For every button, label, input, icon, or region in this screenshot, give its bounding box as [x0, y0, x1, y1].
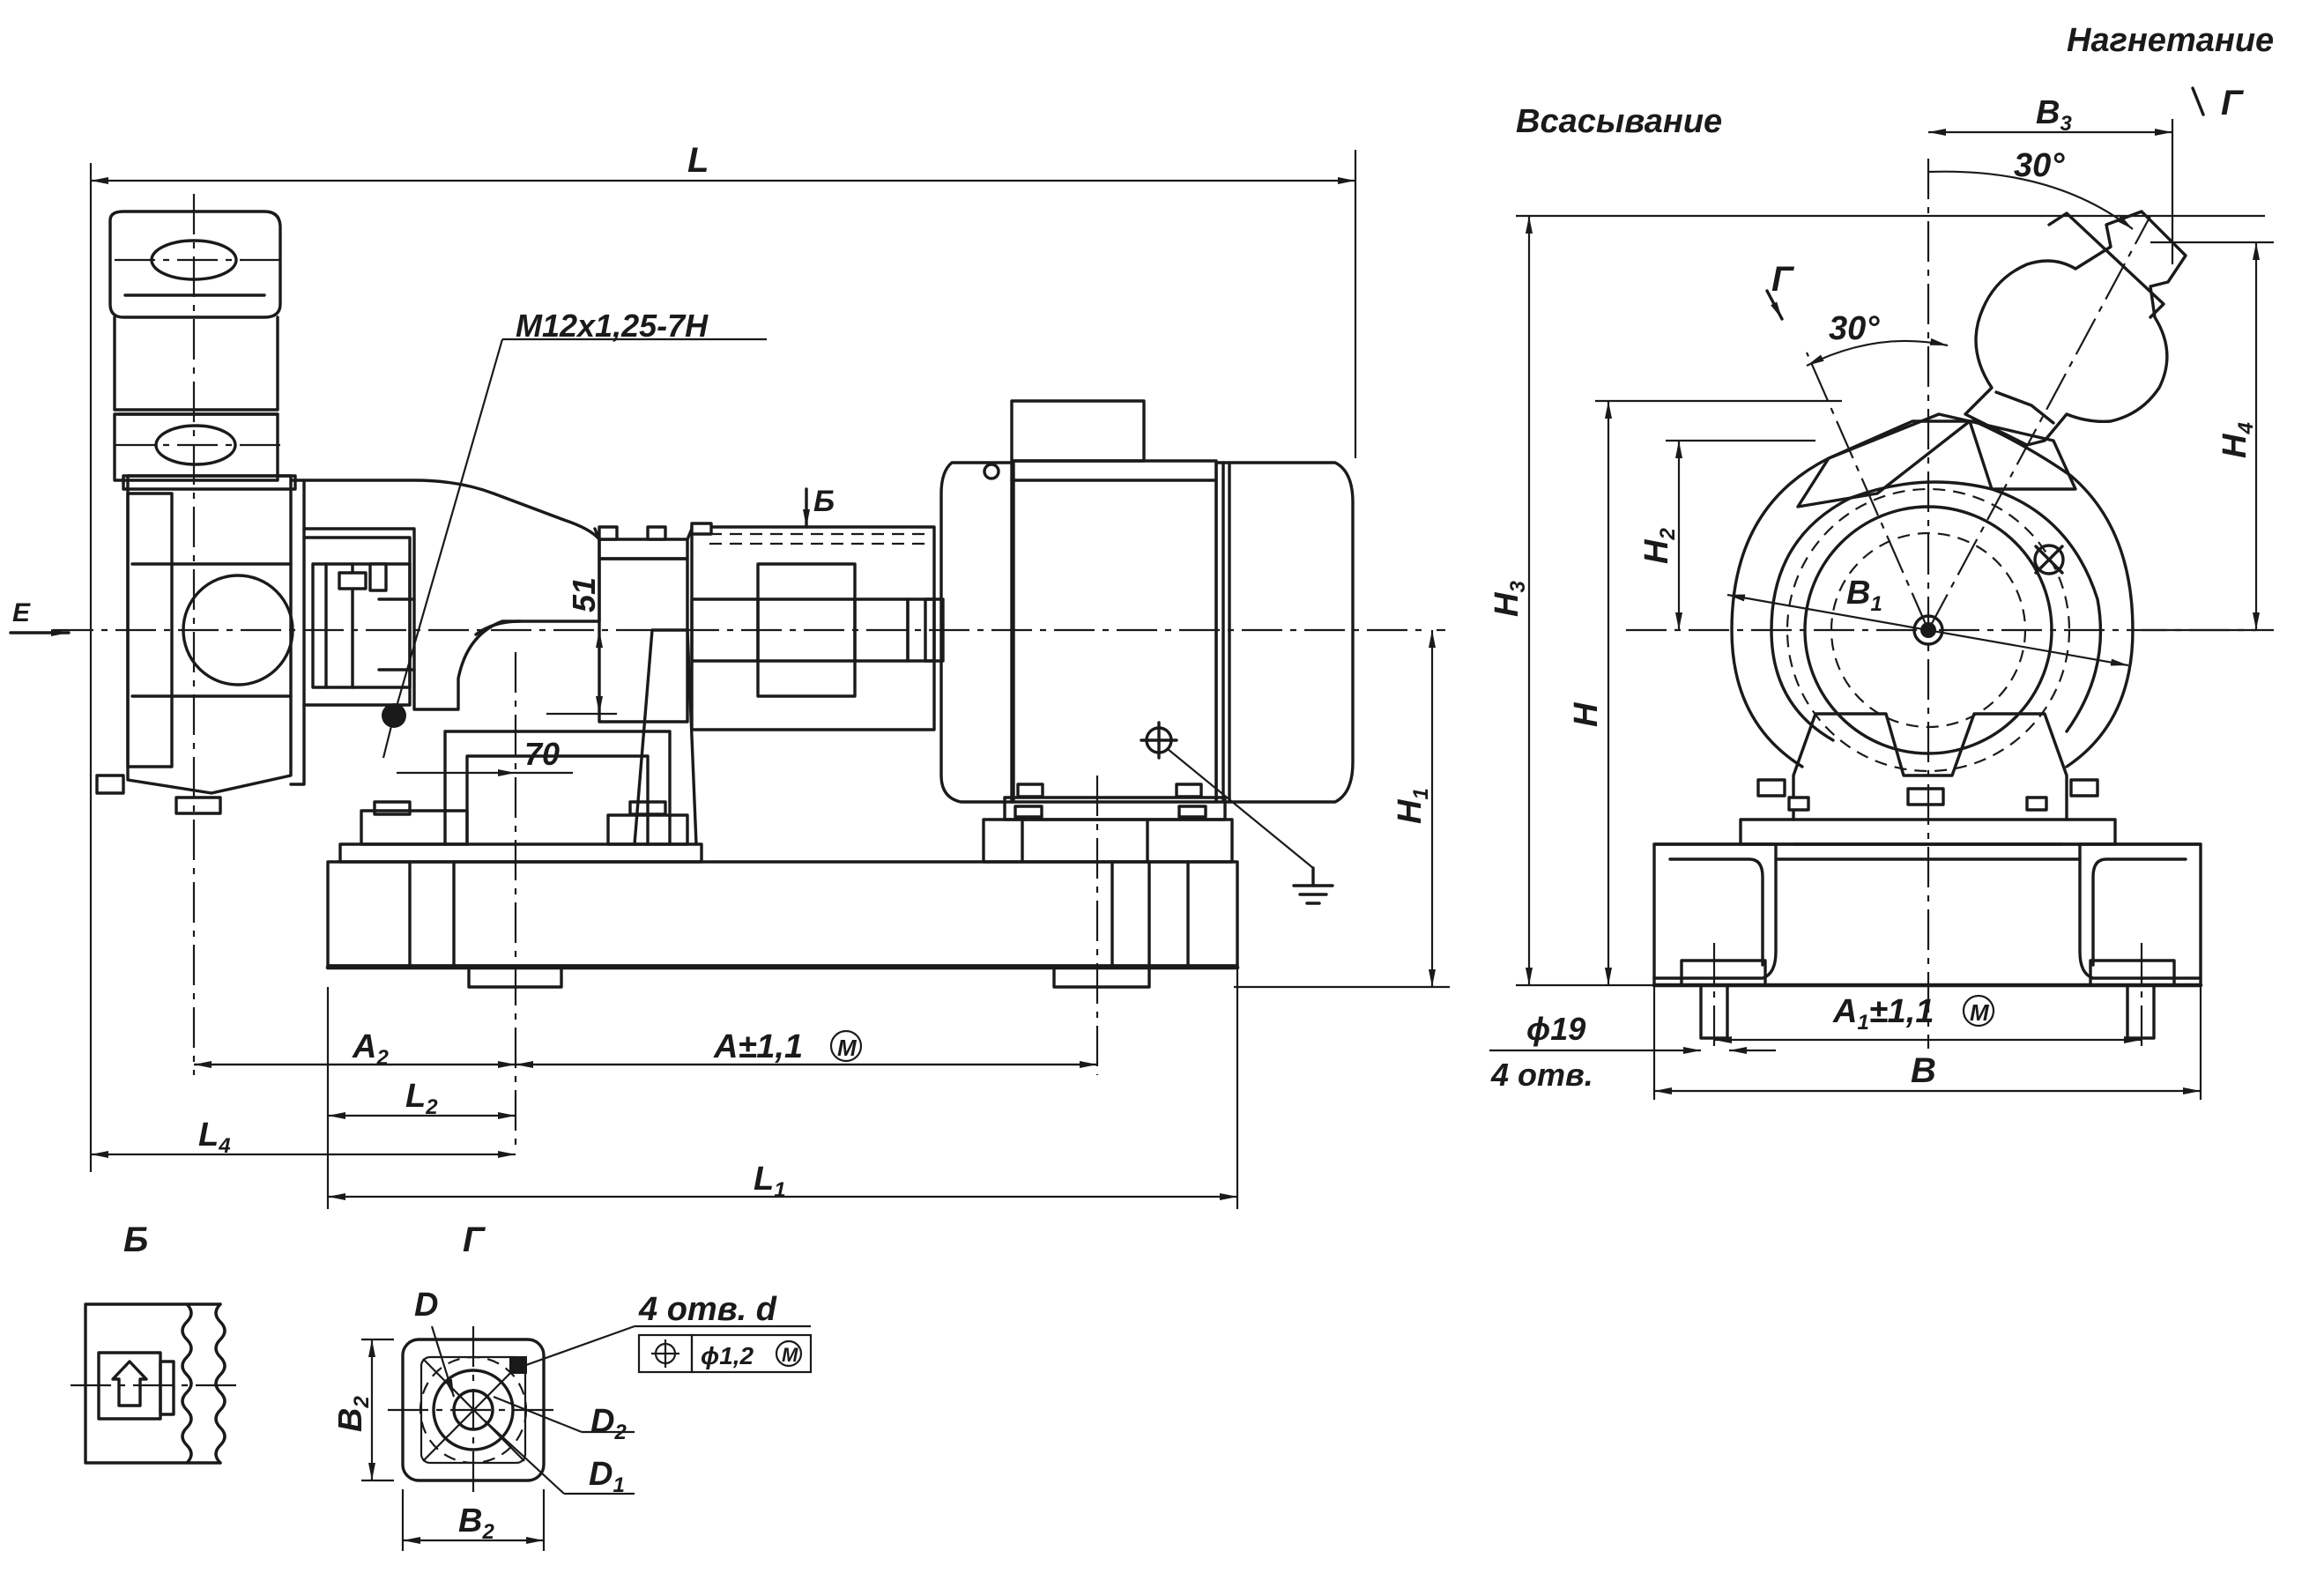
thread-port [382, 338, 767, 759]
pump-top-details [338, 522, 713, 592]
volute-casing [1730, 412, 2135, 773]
coupling-guard [690, 525, 936, 731]
pump-casing [95, 474, 306, 815]
thread-callout: M12x1,25-7H [516, 308, 709, 344]
end-view: Всасывание Нагнетание Г Г 30° 30° B3 B1 … [1489, 22, 2274, 1100]
tolerance-circle: M [782, 1344, 798, 1366]
discharge-label: Нагнетание [2067, 22, 2274, 59]
ground-terminal [1140, 721, 1334, 905]
dim-A1-circle: M [1970, 999, 1990, 1026]
end-pedestal [1756, 712, 2099, 821]
dim-L4: L4 [198, 1117, 231, 1158]
dim-H1: H1 [1392, 788, 1433, 824]
side-labels: M12x1,25-7H 51 70 L L1 L2 L4 A2 A±1,1 M … [12, 141, 1433, 1202]
end-labels: Всасывание Нагнетание Г Г 30° 30° B3 B1 … [1489, 22, 2274, 1093]
side-dimensions [9, 150, 1450, 1209]
dim-B2-vertical: B2 [332, 1396, 374, 1432]
hole-count: 4 отв. [1490, 1057, 1593, 1093]
dim-51: 51 [566, 577, 602, 612]
suction-flange [108, 210, 282, 482]
view-G: Г 4 отв. d ϕ1,2 M D D2 D1 [332, 1221, 813, 1551]
dim-A-tolerance: A±1,1 [713, 1028, 803, 1065]
angle-30-top: 30° [2014, 147, 2065, 184]
end-dimensions [1489, 86, 2274, 1100]
view-arrow-G-top: Г [2221, 84, 2245, 122]
dim-A1: A1±1,1 [1832, 993, 1934, 1035]
side-view: M12x1,25-7H 51 70 L L1 L2 L4 A2 A±1,1 M … [9, 141, 1450, 1209]
side-center-lines [53, 194, 1428, 1146]
view-B-title: Б [123, 1221, 148, 1259]
view-arrow-G-side: Г [1771, 260, 1795, 299]
dim-D1: D1 [589, 1456, 625, 1497]
electric-motor [924, 399, 1355, 821]
view-G-title: Г [463, 1221, 486, 1259]
base-frame [325, 818, 1240, 989]
dim-B3: B3 [2036, 94, 2072, 136]
dim-70: 70 [524, 736, 560, 772]
suction-label: Всасывание [1516, 103, 1722, 140]
dim-A-circle: M [837, 1035, 858, 1061]
dim-A2: A2 [352, 1028, 389, 1070]
discharge-nozzle [1927, 210, 2187, 631]
view-arrow-E: E [12, 598, 31, 627]
end-center-lines [1626, 159, 2256, 1049]
dim-D2: D2 [590, 1403, 627, 1444]
holes-label: 4 отв. d [638, 1291, 777, 1328]
hole-diameter: ϕ19 [1526, 1011, 1585, 1047]
view-arrow-B: Б [813, 485, 835, 518]
dim-H3: H3 [1489, 581, 1530, 617]
dim-B: B [1911, 1051, 1936, 1090]
dim-L2: L2 [405, 1078, 438, 1119]
dim-B2-horizontal: B2 [458, 1503, 494, 1544]
dim-H4: H4 [2216, 422, 2258, 458]
angle-30-side: 30° [1829, 310, 1880, 347]
view-B: Б [71, 1221, 238, 1465]
dim-D: D [414, 1287, 438, 1324]
shaft-housing [302, 479, 694, 723]
tolerance-value: ϕ1,2 [701, 1342, 754, 1369]
dim-L: L [687, 141, 709, 180]
motor-bolts [1014, 783, 1207, 819]
dim-H: H [1568, 701, 1605, 727]
dim-H2: H2 [1638, 528, 1680, 564]
dim-L1: L1 [754, 1161, 786, 1202]
dim-B1: B1 [1846, 575, 1882, 616]
